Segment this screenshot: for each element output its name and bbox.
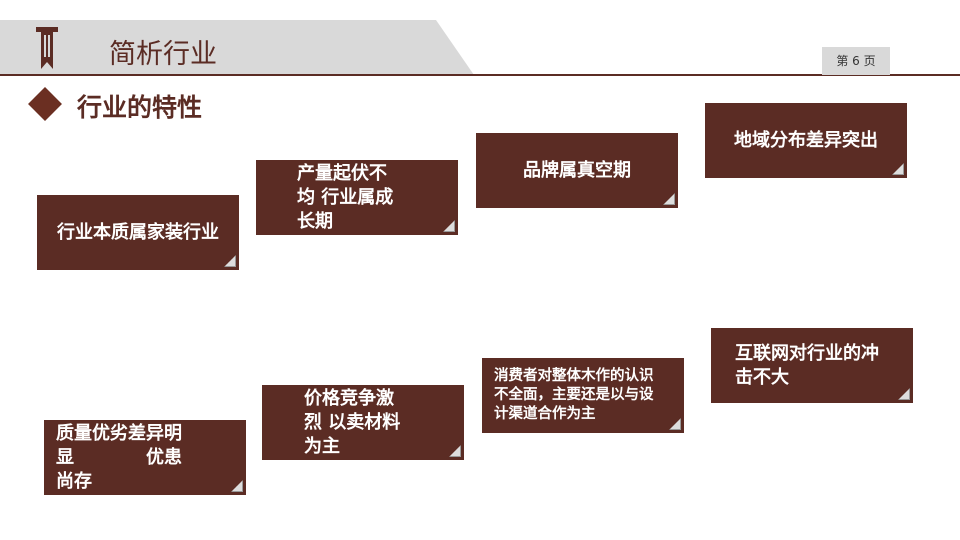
card: 质量优劣差异明 显 优患 尚存 xyxy=(44,420,246,495)
card: 产量起伏不 均 行业属成 长期 xyxy=(256,160,458,235)
logo-icon xyxy=(36,27,58,69)
card: 品牌属真空期 xyxy=(476,133,678,208)
card-text: 地域分布差异突出 xyxy=(734,129,878,151)
header-bar xyxy=(0,20,474,75)
card-text: 互联网对行业的冲 击不大 xyxy=(735,342,879,388)
card-text: 价格竞争激 烈 以卖材料 为主 xyxy=(304,387,401,457)
card: 互联网对行业的冲 击不大 xyxy=(711,328,913,403)
diamond-bullet-icon xyxy=(28,87,62,121)
card: 地域分布差异突出 xyxy=(705,103,907,178)
header-divider xyxy=(0,74,960,76)
card-text: 品牌属真空期 xyxy=(523,159,631,181)
card-text: 消费者对整体木作的认识 不全面，主要还是以与设 计渠道合作为主 xyxy=(494,368,654,422)
page-title: 简析行业 xyxy=(109,39,217,70)
card-text: 产量起伏不 均 行业属成 长期 xyxy=(297,162,394,232)
section-title: 行业的特性 xyxy=(77,93,203,122)
card-text: 行业本质属家装行业 xyxy=(57,221,219,243)
card: 行业本质属家装行业 xyxy=(37,195,239,270)
page-number: 第 6 页 xyxy=(822,47,890,75)
card: 消费者对整体木作的认识 不全面，主要还是以与设 计渠道合作为主 xyxy=(482,358,684,433)
card-text: 质量优劣差异明 显 优患 尚存 xyxy=(56,422,182,492)
card: 价格竞争激 烈 以卖材料 为主 xyxy=(262,385,464,460)
